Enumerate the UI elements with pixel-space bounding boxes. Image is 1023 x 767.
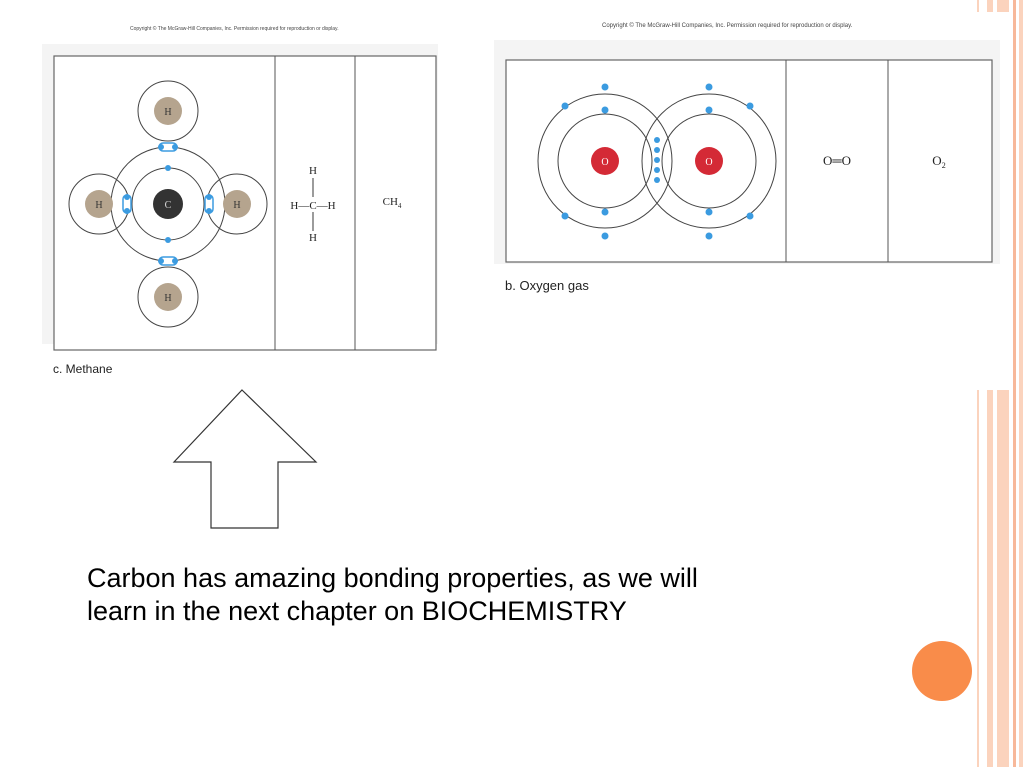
carbon-nucleus: [153, 189, 183, 219]
hydrogen-nucleus-bottom: [154, 283, 182, 311]
hydrogen-nucleus-right: [223, 190, 251, 218]
carbon-symbol: C: [165, 200, 172, 211]
methane-electrons: [124, 144, 212, 264]
methane-caption: c. Methane: [53, 362, 113, 376]
oxygen-symbol-left: O: [601, 157, 608, 168]
oxygen-electrons: [561, 83, 754, 240]
hydrogen-symbol-top: H: [164, 107, 171, 118]
methane-formula: CH4: [383, 196, 402, 210]
hydrogen-nucleus-top: [154, 97, 182, 125]
oxygen-caption: b. Oxygen gas: [505, 278, 589, 293]
methane-structural-middle: H—C—H: [290, 200, 335, 212]
methane-structural-top: H: [309, 165, 317, 177]
oxygen-formula: O2: [932, 153, 945, 170]
oxygen-symbol-right: O: [705, 157, 712, 168]
methane-copyright: Copyright © The McGraw-Hill Companies, I…: [130, 26, 339, 32]
oxygen-structural: O═O: [823, 153, 851, 168]
oxygen-nucleus-left: [591, 147, 619, 175]
slide-body-text: Carbon has amazing bonding properties, a…: [87, 562, 887, 628]
oxygen-figure: O O O═O O2: [494, 40, 1000, 264]
oxygen-copyright: Copyright © The McGraw-Hill Companies, I…: [602, 23, 853, 29]
oxygen-nucleus-right: [695, 147, 723, 175]
oxygen-shared-electrons: [654, 137, 660, 183]
up-arrow-icon: [172, 389, 318, 529]
hydrogen-nucleus-left: [85, 190, 113, 218]
hydrogen-symbol-right: H: [233, 200, 240, 211]
methane-structural-bottom: H: [309, 232, 317, 244]
body-line-1: Carbon has amazing bonding properties, a…: [87, 563, 698, 593]
accent-circle: [912, 641, 972, 701]
methane-figure: C H H H H H H—C—H H CH4: [42, 44, 438, 351]
hydrogen-symbol-bottom: H: [164, 293, 171, 304]
hydrogen-symbol-left: H: [95, 200, 102, 211]
body-line-2: learn in the next chapter on BIOCHEMISTR…: [87, 596, 627, 626]
